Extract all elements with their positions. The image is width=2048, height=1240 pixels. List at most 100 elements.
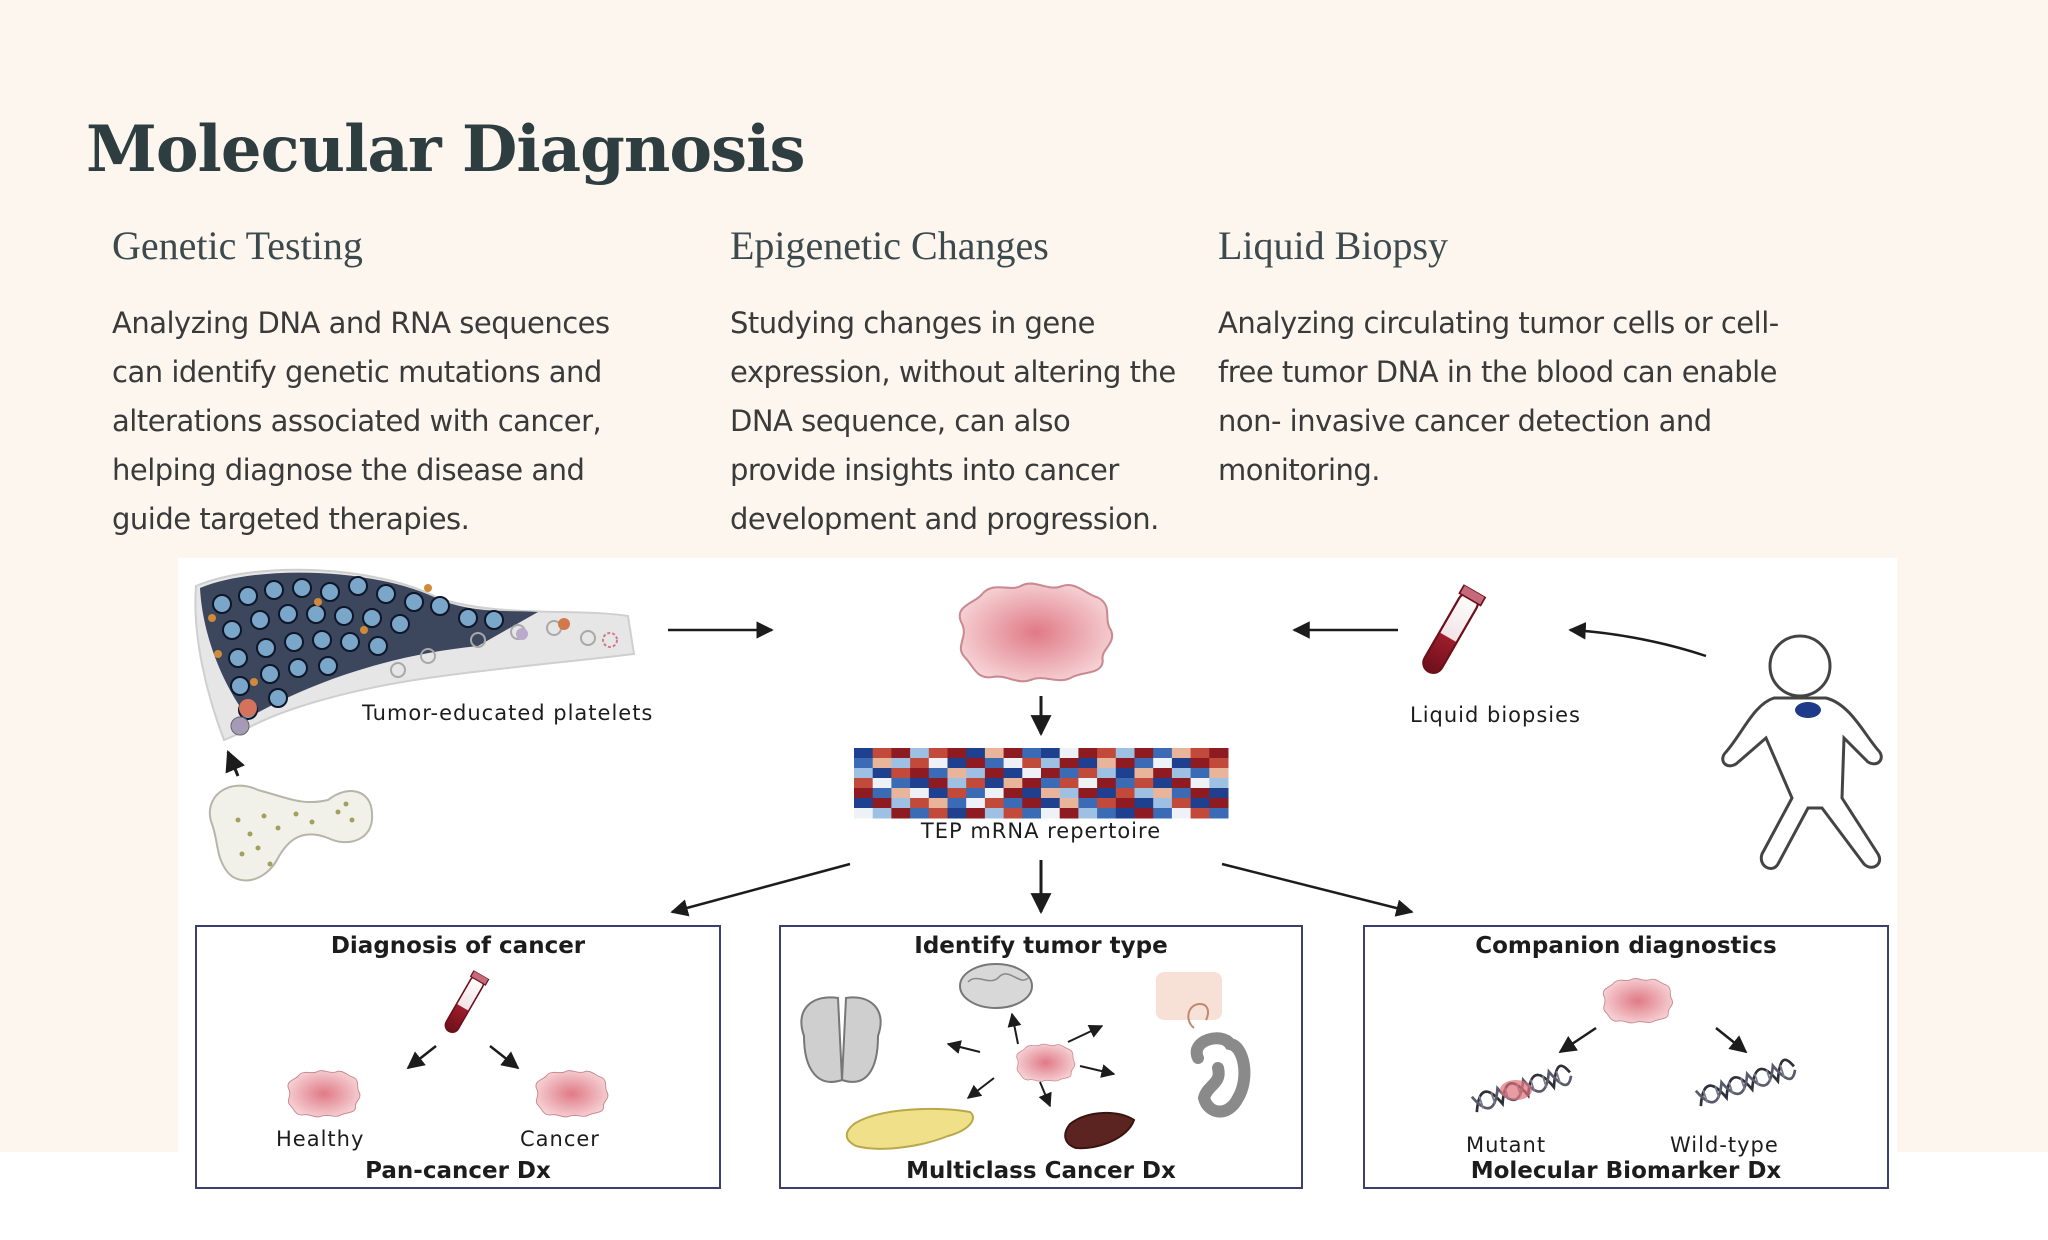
heatmap-cell — [984, 778, 1005, 789]
heatmap-cell — [1078, 768, 1098, 779]
heatmap-cell — [1003, 778, 1023, 789]
genetic-testing-heading: Genetic Testing — [112, 223, 363, 268]
heatmap-cell — [984, 808, 1005, 819]
patient-outline-icon — [1721, 634, 1883, 870]
heatmap-cell — [1041, 768, 1061, 779]
box-title: Diagnosis of cancer — [331, 933, 586, 959]
arrow-to-lungs — [946, 1040, 981, 1054]
pancreas-icon — [845, 1107, 975, 1150]
arrow-up — [225, 750, 245, 777]
lungs-icon — [800, 996, 882, 1083]
heatmap-cell — [947, 808, 967, 819]
liver-icon — [1064, 1111, 1136, 1150]
heatmap-cell — [1003, 748, 1023, 759]
heatmap-cell — [928, 758, 948, 769]
heatmap-cell — [854, 798, 874, 809]
heatmap-cell — [854, 788, 874, 799]
heatmap-cell — [1134, 808, 1154, 819]
text-line: Studying changes in gene — [730, 306, 1095, 340]
heatmap-cell — [984, 758, 1005, 769]
heatmap-cell — [1134, 798, 1154, 809]
mutation-marker — [1500, 1080, 1532, 1100]
heatmap-cell — [1171, 758, 1192, 769]
heatmap-cell — [1022, 758, 1042, 769]
tumor-illustration — [958, 582, 1114, 683]
text-line: helping diagnose the disease and — [112, 453, 585, 487]
heatmap-cell — [1190, 758, 1210, 769]
cancer-label: Cancer — [520, 1127, 600, 1151]
heatmap-cell — [1209, 758, 1229, 769]
heatmap-cell — [928, 778, 948, 789]
heatmap-cell — [1171, 768, 1192, 779]
text-line: non- invasive cancer detection and — [1218, 404, 1712, 438]
heatmap-cell — [891, 808, 911, 819]
box-footer: Molecular Biomarker Dx — [1471, 1158, 1782, 1184]
heatmap-cell — [1190, 788, 1210, 799]
heatmap-cell — [1134, 778, 1154, 789]
heatmap-cell — [1078, 788, 1098, 799]
heatmap-cell — [947, 758, 967, 769]
arrow-to-pancreas — [966, 1077, 995, 1099]
heatmap-cell — [1171, 798, 1192, 809]
heatmap-cell — [1097, 748, 1117, 759]
heatmap-cell — [1078, 808, 1098, 819]
genetic-testing-text: Analyzing DNA and RNA sequences can iden… — [112, 299, 610, 544]
healthy-label: Healthy — [276, 1127, 364, 1151]
heatmap-cell — [891, 758, 911, 769]
text-line: DNA sequence, can also — [730, 404, 1071, 438]
heatmap-cell — [928, 788, 948, 799]
arrow-left-down — [406, 1045, 437, 1070]
heatmap-cell — [1078, 798, 1098, 809]
heatmap-cell — [1041, 788, 1061, 799]
heatmap-cell — [854, 808, 874, 819]
heatmap-cell — [1059, 808, 1079, 819]
heatmap-cell — [1134, 788, 1154, 799]
cancer-cell-icon — [535, 1070, 609, 1118]
heatmap-cell — [928, 748, 948, 759]
text-line: alterations associated with cancer, — [112, 404, 602, 438]
arrow-right-down — [489, 1045, 520, 1070]
heatmap-cell — [984, 748, 1005, 759]
heatmap-cell — [1097, 808, 1117, 819]
brain-icon — [959, 963, 1033, 1009]
heatmap-cell — [1097, 778, 1117, 789]
heatmap-cell — [1115, 768, 1135, 779]
diagnosis-diagram: Tumor-educated platelets Liquid biopsies — [194, 568, 1889, 1189]
heatmap-cell — [1209, 748, 1229, 759]
arrow-to-breast — [1067, 1025, 1104, 1043]
heatmap-cell — [1041, 798, 1061, 809]
heatmap-cell — [928, 798, 948, 809]
heatmap-cell — [854, 778, 874, 789]
heatmap-cell — [1003, 758, 1023, 769]
heatmap-cell — [1115, 778, 1135, 789]
arrow-to-companion — [1221, 862, 1414, 917]
heatmap-cell — [1171, 808, 1192, 819]
liquid-biopsy-text: Analyzing circulating tumor cells or cel… — [1218, 299, 1779, 495]
heatmap-cell — [1171, 778, 1192, 789]
diagnosis-box: Diagnosis of cancer Healthy Cancer Pan-c… — [195, 925, 721, 1189]
wild-type-label: Wild-type — [1670, 1133, 1779, 1157]
heatmap-cell — [966, 768, 986, 779]
mrna-heatmap — [854, 748, 1229, 819]
heatmap-cell — [1209, 768, 1229, 779]
heatmap-cell — [1209, 798, 1229, 809]
liquid-biopsy-heading: Liquid Biopsy — [1218, 223, 1449, 268]
text-line: development and progression. — [730, 502, 1159, 536]
heatmap-cell — [1115, 808, 1135, 819]
heatmap-cell — [1134, 758, 1154, 769]
blood-tube-icon — [1416, 583, 1488, 680]
heatmap-cell — [966, 788, 986, 799]
heatmap-cell — [984, 798, 1005, 809]
heatmap-cell — [1153, 808, 1173, 819]
heatmap-cell — [1134, 748, 1154, 759]
tumor-type-box: Identify tumor type Multiclass Cancer Dx — [779, 925, 1303, 1189]
slide-title: Molecular Diagnosis — [86, 112, 805, 187]
heatmap-cell — [1209, 788, 1229, 799]
heatmap-cell — [947, 788, 967, 799]
heatmap-cell — [1153, 778, 1173, 789]
heatmap-cell — [1003, 798, 1023, 809]
heatmap-cell — [872, 748, 892, 759]
heatmap-cell — [1022, 748, 1042, 759]
repertoire-label: TEP mRNA repertoire — [920, 819, 1161, 843]
heatmap-cell — [872, 778, 892, 789]
